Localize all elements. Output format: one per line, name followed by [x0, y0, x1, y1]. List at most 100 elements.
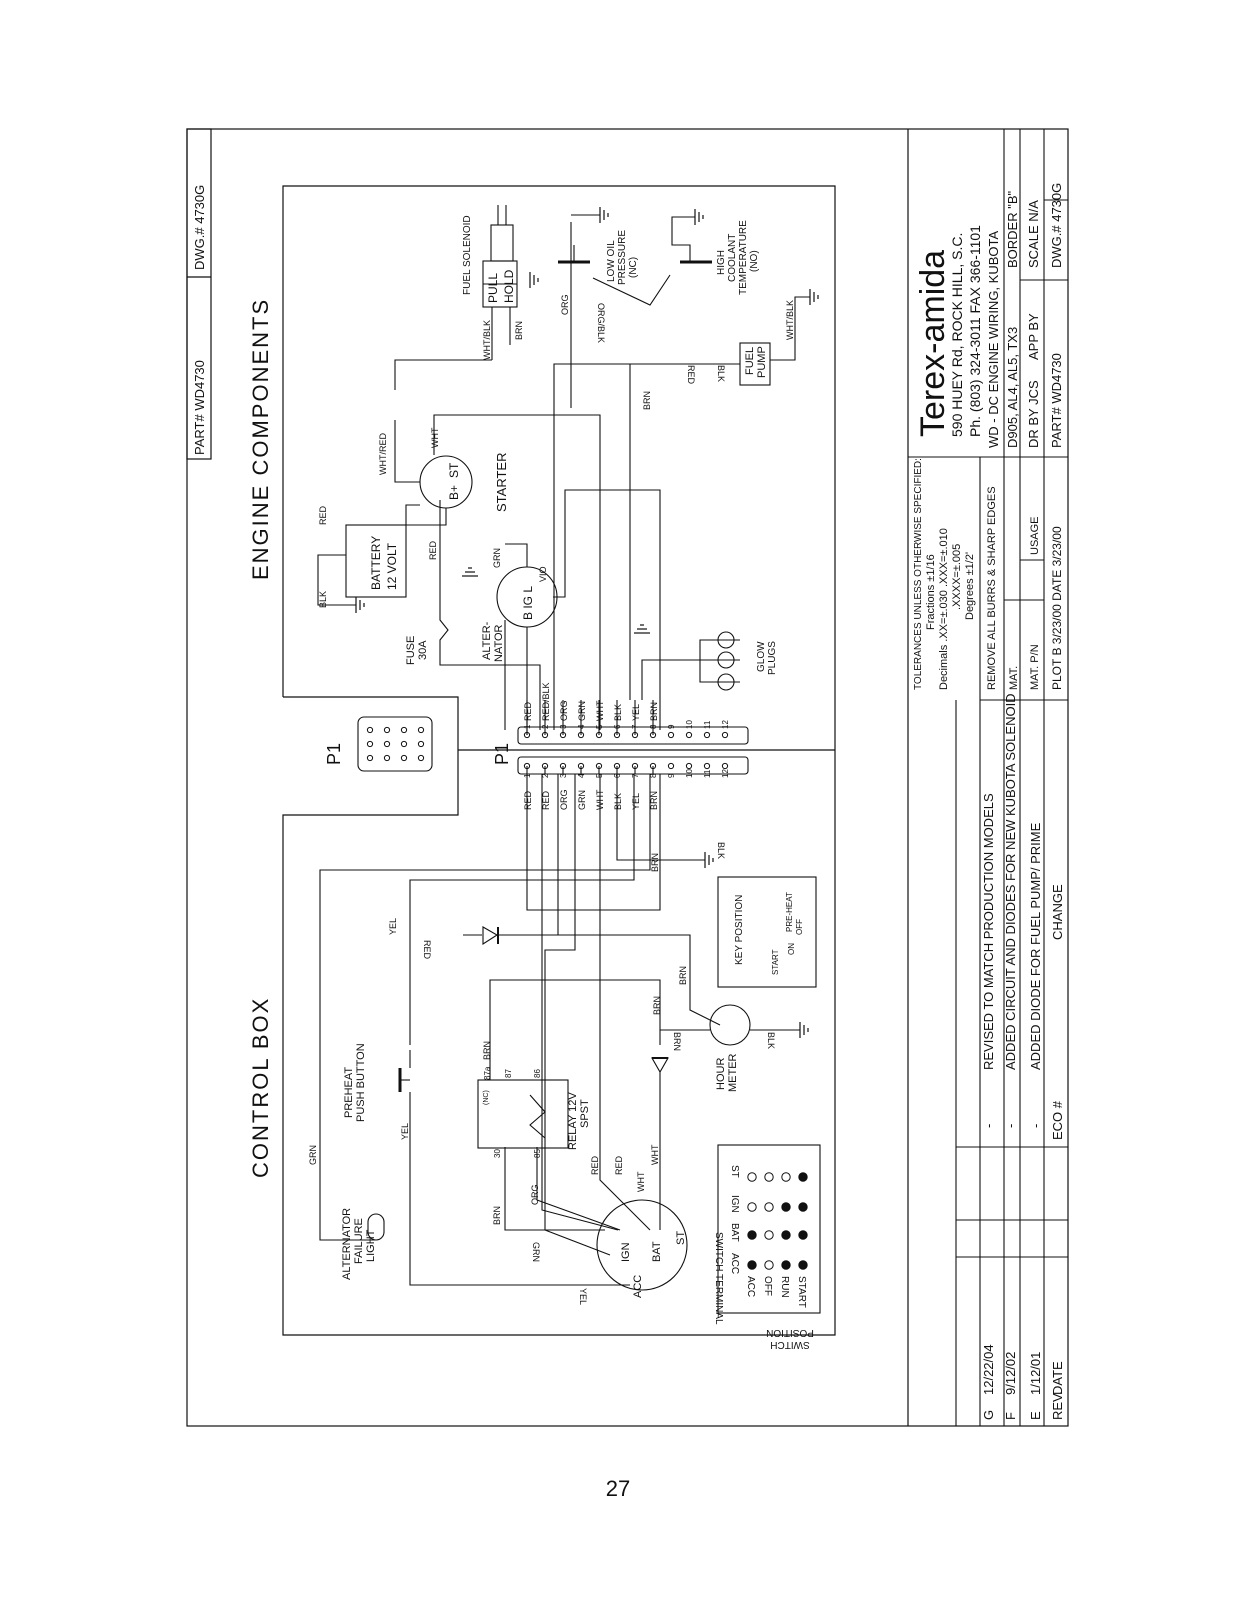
switch-cell-on — [781, 1202, 791, 1212]
wire-yel-preheat: YEL — [388, 918, 398, 935]
connector-wire-label: BLK — [613, 793, 623, 810]
connector-pin — [685, 762, 693, 770]
switch-column-label: IGN — [729, 1195, 740, 1213]
tolerance-line-4: .XXXX=±.005 — [951, 544, 963, 610]
wire-blk-hour: BLK — [766, 1032, 776, 1049]
coolant-label-4: (NO) — [749, 250, 760, 272]
pull-label: PULL — [486, 273, 500, 303]
wire-brn-p1: BRN — [650, 853, 660, 872]
switch-cell-off — [747, 1172, 757, 1182]
drawing-part: PART# WD4730 — [1049, 353, 1064, 448]
connector-wire-label: RED — [523, 701, 533, 721]
low-oil-label-3: (NC) — [628, 257, 639, 278]
low-oil-label-2: PRESSURE — [617, 230, 628, 285]
wire-red-pump: RED — [686, 365, 696, 385]
alternator-label-1: ALTER- — [481, 621, 493, 660]
drawing-dwg: DWG.# 4730G — [1049, 183, 1064, 268]
revision-eco: - — [1003, 1124, 1018, 1128]
switch-acc-label: ACC — [632, 1275, 644, 1298]
connector-pin-number: 8 — [649, 773, 658, 778]
connector-pin-number: 12 — [721, 720, 730, 729]
connector-wire-label: BRN — [649, 702, 659, 721]
hour-meter-label-2: METER — [727, 1053, 739, 1092]
wire-red-switch2: RED — [614, 1155, 624, 1175]
tolerance-line-6: REMOVE ALL BURRS & SHARP EDGES — [986, 486, 998, 690]
switch-cell-on — [781, 1230, 791, 1240]
switch-row-label: OFF — [762, 1276, 773, 1296]
wire-yel-preheat2: YEL — [400, 1123, 410, 1140]
wire-brn-switch: BRN — [492, 1206, 502, 1225]
glow-plugs-label-2: PLUGS — [767, 641, 778, 675]
alt-light-label-3: LIGHT — [365, 1229, 377, 1262]
drawing-mat: MAT. — [1008, 666, 1020, 690]
relay-label-2: SPST — [579, 1099, 591, 1128]
p1-face-pin — [383, 740, 391, 748]
revision-eco: - — [981, 1124, 996, 1128]
wire-grn-alt: GRN — [492, 548, 502, 568]
header-strip: PART# WD4730 DWG.# 4730G — [192, 185, 207, 455]
p1-face-pin — [400, 754, 408, 762]
p1-face-pin — [417, 754, 425, 762]
relay-pin-87: 87 — [504, 1069, 513, 1078]
wire-red-switch1: RED — [590, 1155, 600, 1175]
revision-date: 1/12/01 — [1028, 1352, 1043, 1395]
wire-brn-hour2: BRN — [652, 996, 662, 1015]
wire-red-diode: RED — [422, 940, 432, 960]
connector-pin-number: 4 — [577, 773, 586, 778]
connector-pin-number: 9 — [667, 724, 676, 729]
connector-wire-label: BLK — [613, 704, 623, 721]
wire-grn-bottom: GRN — [531, 1242, 541, 1262]
connector-wire-label: GRN — [577, 790, 587, 810]
wire-brn-hour: BRN — [678, 966, 688, 985]
connector-wire-label: RED/BLK — [541, 682, 551, 721]
relay-pin-nc: (NC) — [483, 1090, 490, 1105]
dwg-number-header: DWG.# 4730G — [192, 185, 207, 270]
relay-pin-30: 30 — [493, 1149, 502, 1158]
drawing-scale: SCALE N/A — [1026, 200, 1041, 268]
p1-face-pin — [366, 754, 374, 762]
p1-face-pin — [400, 740, 408, 748]
hour-meter-label-1: HOUR — [715, 1058, 727, 1090]
company-phone: Ph. (803) 324-3011 FAX 366-1101 — [967, 225, 983, 437]
p1-face-pin — [383, 726, 391, 734]
switch-ign-label: IGN — [620, 1242, 632, 1262]
fuse-label-1: FUSE — [405, 636, 417, 665]
glow-plugs-label-1: GLOW — [756, 641, 767, 672]
company-address: 590 HUEY Rd, ROCK HILL, S.C. — [949, 233, 965, 437]
fuel-solenoid-label: FUEL SOLENOID — [462, 215, 473, 295]
p1-face-label: P1 — [324, 743, 344, 765]
switch-table — [717, 1144, 821, 1314]
revision-rev: G — [981, 1410, 996, 1420]
wire-org-blk: ORG/BLK — [596, 303, 606, 343]
connector-pin-number: 6 — [613, 773, 622, 778]
connector-wire-label: WHT — [595, 789, 605, 810]
wire-blk-battery: BLK — [318, 591, 328, 608]
revision-change: REVISED TO MATCH PRODUCTION MODELS — [981, 793, 996, 1070]
wire-wht-switch1: WHT — [636, 1171, 646, 1192]
p1-face-pin — [366, 726, 374, 734]
starter-label: STARTER — [494, 453, 509, 512]
title-block: Terex-amida 590 HUEY Rd, ROCK HILL, S.C.… — [913, 183, 1064, 690]
wire-wht-blk-pump: WHT/BLK — [785, 300, 795, 340]
alt-light-label-2: FAILURE — [353, 1218, 365, 1264]
switch-row-label: RUN — [779, 1276, 790, 1298]
wire-blk-p1: BLK — [716, 842, 726, 859]
wiring — [317, 205, 817, 1291]
switch-cell-on — [747, 1260, 757, 1270]
wire-brn-pump: BRN — [642, 391, 652, 410]
connector-pin — [685, 731, 693, 739]
tolerance-line-5: Degrees ±1/2' — [964, 552, 976, 620]
p1-face-pin — [417, 740, 425, 748]
revision-header-date: DATE — [1050, 1361, 1065, 1395]
alt-light-label-1: ALTERNATOR — [341, 1208, 353, 1280]
control-box-title: CONTROL BOX — [248, 997, 273, 1178]
switch-position-title-2: POSITION — [766, 1327, 814, 1338]
coolant-label-1: HIGH — [716, 250, 727, 275]
connector-wire-label: RED — [523, 790, 533, 810]
drawing-title: WD - DC ENGINE WIRING, KUBOTA — [986, 231, 1001, 448]
starter-st-label: ST — [447, 462, 461, 478]
connector-wire-label: GRN — [577, 701, 587, 721]
connector-pin-number: 12 — [721, 769, 730, 778]
connector-wire-label: RED — [541, 790, 551, 810]
